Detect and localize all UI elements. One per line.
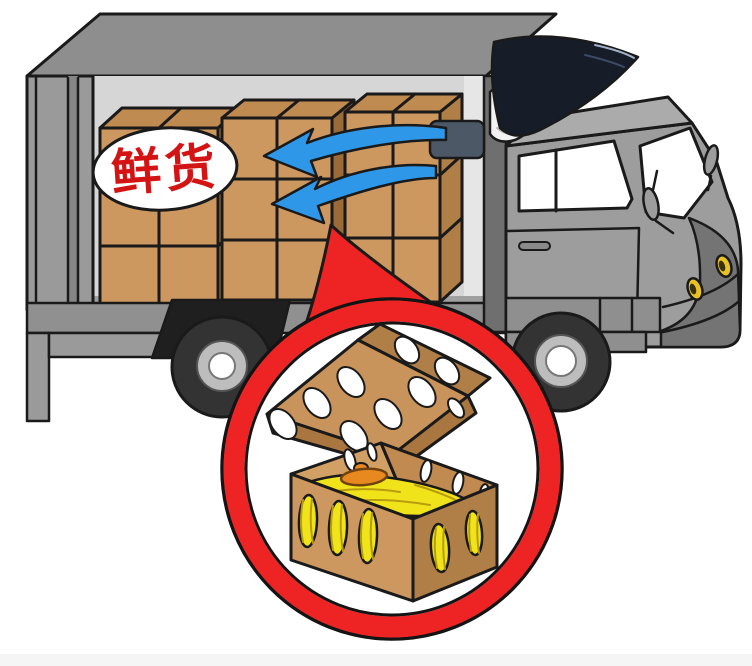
rear-frame-bar [47,331,163,359]
cargo-pillar-groove [68,76,78,310]
vent-hole [393,335,421,365]
fresh-goods-label: 鲜货 [91,126,239,212]
rear-hub [208,352,236,380]
fresh-goods-label-text: 鲜货 [109,138,221,201]
front-wheel [510,311,612,413]
truck-cab [504,95,743,413]
airflow-arrow-upper-icon [262,123,448,179]
left-mirror-icon [642,187,660,221]
vent-hole [336,365,366,399]
undercarriage-seams [598,296,634,334]
bumper-seams [661,272,740,334]
vent-hole [447,397,465,419]
headlight-bottom [686,277,704,301]
magnifier-callout [220,223,564,641]
cargo-interior-right-panel [464,76,484,306]
rear-corner-post [25,331,51,423]
headlight-top [715,254,733,278]
fridge-highlight [594,44,635,59]
banana-stripes [300,498,374,560]
vent-hole [268,407,298,441]
mirror-stalks [651,169,713,192]
vent-hole [419,459,433,483]
headlight-pupil [718,260,726,272]
side-window [517,139,634,213]
door-handle [518,241,551,251]
wiper-icon [654,219,675,235]
fresh-goods-label-oval [91,126,239,212]
cargo-roof [25,12,558,78]
right-mirror-icon [702,144,720,176]
banana-stripes [433,513,480,570]
fridge-highlight-2 [584,54,625,68]
headlight-pupil [689,283,697,295]
vent-hole [373,397,403,431]
cargo-pillar-lines [34,76,80,310]
banana-crown [339,467,389,487]
cold-airflow-arrows [262,123,448,225]
vent-hole [302,386,332,420]
bottom-strip [0,654,752,666]
banana-box-tray [289,441,499,603]
fridge-blade [490,35,640,137]
vent-hole [433,356,461,386]
box-grid-lines [220,98,334,302]
callout-ring [223,300,561,638]
airflow-arrow-lower-icon [270,163,438,225]
vent-hole [366,442,378,462]
front-hub [545,345,577,377]
vent-hole [407,375,437,409]
refrigeration-unit [488,35,640,143]
